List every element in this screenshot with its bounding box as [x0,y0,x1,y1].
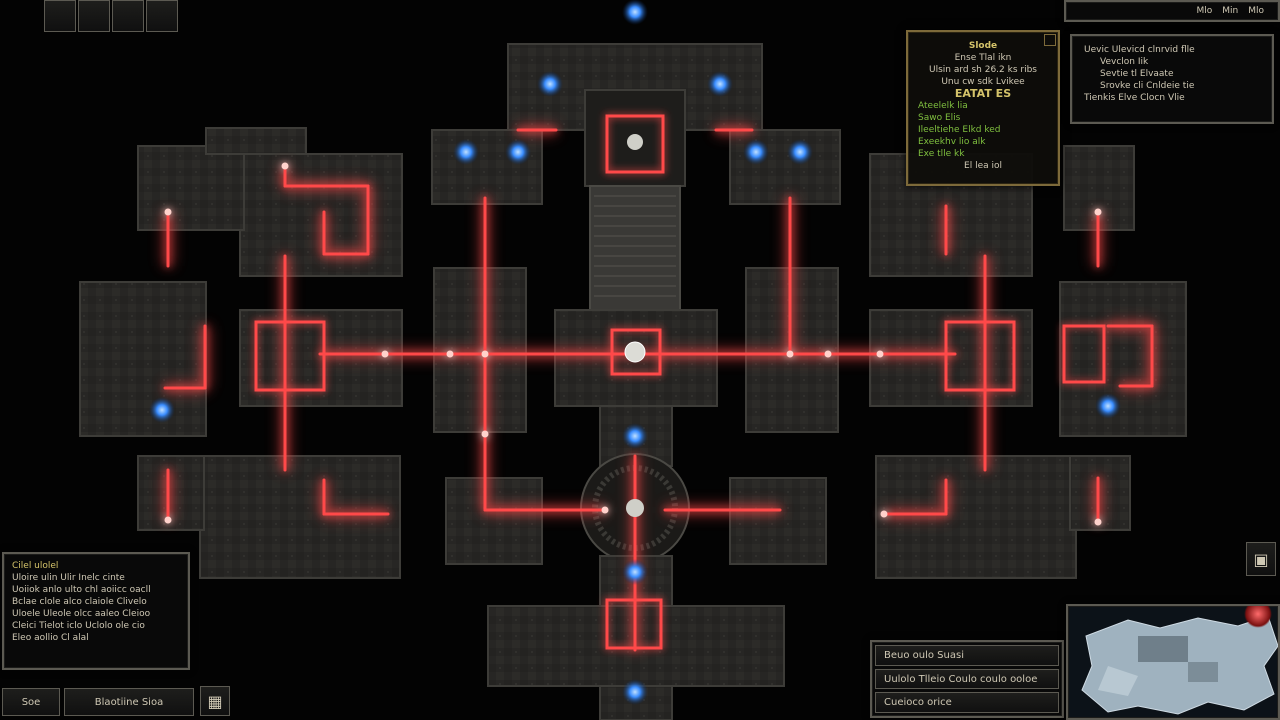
command-button[interactable]: Uulolo Tlleio Coulo coulo ooloe [875,668,1059,690]
laser-node [601,506,609,514]
laser-node [481,430,489,438]
laser-node [481,350,489,358]
quest-highlight: EATAT ES [954,88,1012,100]
room-far-right [1059,281,1187,437]
portal-icon[interactable] [743,139,769,165]
chat-line: Uloele Uleole olcc aaleo Cleioo [12,609,151,619]
chat-line: Bclae clole alco claiole Clivelo [12,597,147,607]
action-slot[interactable] [44,0,76,32]
chat-line: Uloire ulin Ulir Inelc cinte [12,573,125,583]
portal-layer [149,0,1121,705]
portal-icon[interactable] [505,139,531,165]
laser-node [824,350,832,358]
quest-green-line: Exeekhv lio alk [918,137,986,147]
objective-line: Srovke cli Cnldeie tie [1100,81,1195,91]
quest-line: Unu cw sdk Lvikee [941,77,1025,87]
stair-steps [594,195,676,297]
top-menu-button[interactable]: Mlo [1248,6,1264,16]
laser-node [164,208,172,216]
menu-icon[interactable]: ▦ [200,686,230,716]
chat-tab-button[interactable]: Blaotiine Sioa [64,688,194,716]
quest-line: Ulsin ard sh 26.2 ks ribs [929,65,1037,75]
top-menu-button[interactable]: Mlo [1196,6,1213,16]
central-crystal[interactable] [624,341,646,363]
action-slot[interactable] [78,0,110,32]
portal-icon[interactable] [622,559,648,585]
shrine-orb[interactable] [627,134,643,150]
chat-line: Eleo aollio Cl alal [12,633,89,643]
chat-header: Cilel ulolel [12,561,59,571]
quest-panel: Slode Ense Tlal ikn Ulsin ard sh 26.2 ks… [906,30,1060,186]
command-button[interactable]: Cueioco orice [875,692,1059,714]
quest-green-line: Ateelelk lia [918,101,968,111]
quest-line: Ense Tlal ikn [954,53,1012,63]
portal-icon[interactable] [622,679,648,705]
top-right-menu-bar: Mlo Min Mlo [1064,0,1280,22]
journal-icon[interactable]: ▣ [1246,542,1276,576]
player-marker-icon [1244,606,1272,628]
room-top-left-wing [431,129,543,205]
laser-node [446,350,454,358]
portal-icon[interactable] [453,139,479,165]
laser-frame [944,320,1016,392]
rotunda-orb[interactable] [626,499,644,517]
command-panel: Beuo oulo Suasi Uulolo Tlleio Coulo coul… [870,640,1064,718]
quest-footer: El lea iol [964,161,1002,171]
laser-node [876,350,884,358]
laser-frame [605,114,665,174]
objective-line: Vevclon Iik [1100,57,1149,67]
laser-frame [1062,324,1106,384]
laser-node [1094,208,1102,216]
objectives-panel: Uevic Ulevicd clnrvid flle Vevclon Iik S… [1070,34,1274,124]
stairway [589,185,681,313]
chat-log[interactable]: Cilel ulolel Uloire ulin Ulir Inelc cint… [2,552,190,670]
laser-frame [605,598,663,650]
laser-node [880,510,888,518]
room-left-top-tab [205,127,307,155]
laser-node [1094,518,1102,526]
chat-line: Uoiiok anlo ulto chl aoiicc oacll [12,585,151,595]
portal-icon[interactable] [149,397,175,423]
minimap[interactable] [1066,604,1280,720]
laser-node [381,350,389,358]
laser-node [281,162,289,170]
command-button[interactable]: Beuo oulo Suasi [875,645,1059,666]
laser-frame [254,320,326,392]
portal-icon[interactable] [707,71,733,97]
top-menu-button[interactable]: Min [1222,6,1239,16]
laser-node [786,350,794,358]
minimap-terrain [1081,615,1278,715]
quest-green-line: Exe tlle kk [918,149,965,159]
room-far-left [79,281,207,437]
objective-line: Sevtie tl Elvaate [1100,69,1174,79]
chat-line: Cleici Tielot iclo Uclolo ole cio [12,621,145,631]
quest-title: Slode [968,41,998,51]
portal-icon[interactable] [537,71,563,97]
room-lc-lower [445,477,543,565]
portal-icon[interactable] [1095,393,1121,419]
close-icon[interactable] [1044,34,1056,46]
laser-network [163,114,1154,652]
portal-icon[interactable] [622,423,648,449]
objective-line: Tienkis Elve Clocn Vlie [1084,93,1185,103]
laser-frame [610,328,662,376]
objective-line: Uevic Ulevicd clnrvid flle [1084,45,1195,55]
action-slot[interactable] [112,0,144,32]
room-top-right-wing [729,129,841,205]
chat-tab-button[interactable]: Soe [2,688,60,716]
top-left-action-bar [44,0,182,34]
quest-green-line: Sawo Elis [918,113,961,123]
laser-node [164,516,172,524]
action-slot[interactable] [146,0,178,32]
portal-icon[interactable] [622,0,648,25]
portal-icon[interactable] [787,139,813,165]
quest-green-line: Ileeltiehe Elkd ked [918,125,1001,135]
room-rc-lower [729,477,827,565]
room-left-top-annex [137,145,245,231]
